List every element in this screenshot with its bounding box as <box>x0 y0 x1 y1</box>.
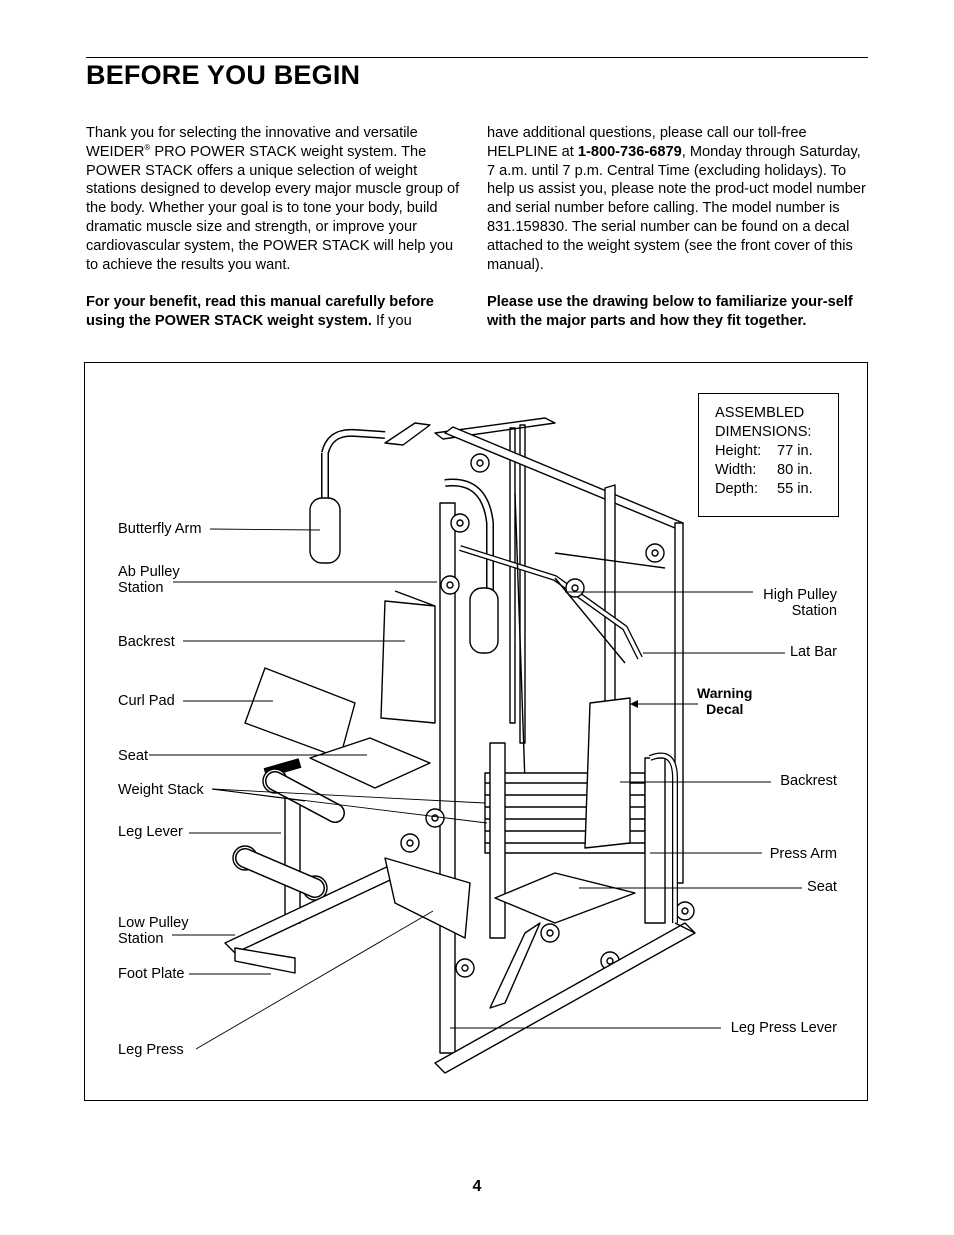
page-number: 4 <box>472 1178 482 1195</box>
intro-paragraph-4: Please use the drawing below to familiar… <box>487 294 853 329</box>
label-curl-pad: Curl Pad <box>118 693 175 709</box>
helpline-number: 1-800-736-6879 <box>577 143 682 160</box>
page-title: BEFORE YOU BEGIN <box>86 60 361 90</box>
warning-decal-arrow <box>630 700 638 708</box>
header-rule <box>86 57 868 58</box>
dimension-row-height: Height:77 in. <box>715 443 813 459</box>
dimension-row-depth: Depth:55 in. <box>715 481 813 497</box>
dimension-row-width: Width:80 in. <box>715 462 813 478</box>
label-foot-plate: Foot Plate <box>118 966 185 982</box>
label-leg-press: Leg Press <box>118 1042 184 1058</box>
intro-paragraph-3: have additional questions, please call o… <box>487 125 866 273</box>
label-butterfly-arm: Butterfly Arm <box>118 521 202 537</box>
label-seat-left: Seat <box>118 748 149 764</box>
weight-system-drawing <box>149 417 802 1074</box>
intro-paragraph-2: For your benefit, read this manual caref… <box>86 294 434 329</box>
intro-paragraph-1: Thank you for selecting the innovative a… <box>86 125 460 273</box>
intro-column-left: Thank you for selecting the innovative a… <box>86 124 468 350</box>
label-press-arm: Press Arm <box>769 846 837 862</box>
dimensions-heading-2: DIMENSIONS: <box>715 424 812 440</box>
callout-leaders <box>149 528 802 1050</box>
label-weight-stack: Weight Stack <box>118 782 204 798</box>
parts-diagram: ASSEMBLED DIMENSIONS: Height:77 in. Widt… <box>84 362 868 1101</box>
dimensions-heading-1: ASSEMBLED <box>715 405 805 421</box>
label-backrest-left: Backrest <box>118 634 175 650</box>
label-leg-press-lever: Leg Press Lever <box>730 1020 837 1036</box>
intro-column-right: have additional questions, please call o… <box>487 124 869 350</box>
label-leg-lever: Leg Lever <box>118 824 183 840</box>
label-lat-bar: Lat Bar <box>789 644 837 660</box>
assembled-dimensions-box: ASSEMBLED DIMENSIONS: Height:77 in. Widt… <box>698 393 839 517</box>
label-seat-right: Seat <box>806 879 837 895</box>
label-backrest-right: Backrest <box>780 773 837 789</box>
